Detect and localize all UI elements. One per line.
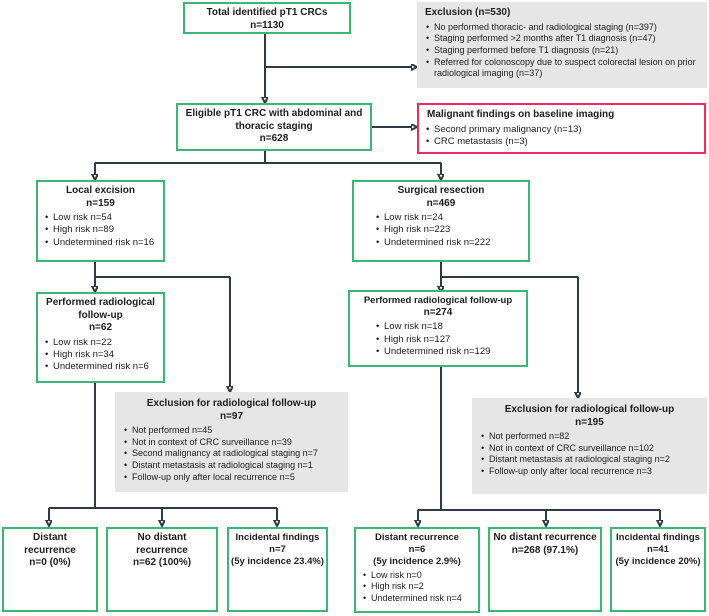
bullet-item: Low risk n=24 xyxy=(376,212,524,225)
node-subtext: (5y incidence 23.4%) xyxy=(231,555,324,567)
bullet-item: High risk n=89 xyxy=(45,224,159,237)
node-subtext: (5y incidence 2.9%) xyxy=(373,555,461,567)
node-count: n=195 xyxy=(575,416,604,428)
node-title: No distant recurrence xyxy=(136,532,188,556)
bullet-item: Low risk n=22 xyxy=(45,337,159,350)
bullet-item: Undetermined risk n=129 xyxy=(376,346,522,359)
node-count: n=97 xyxy=(219,410,244,422)
bullet-item: Low risk n=0 xyxy=(363,570,474,582)
node-title: Performed radiological follow-up xyxy=(363,295,513,306)
node-distant-recurrence-right: Distant recurrence n=6 (5y incidence 2.9… xyxy=(354,527,480,613)
bullet-item: High risk n=223 xyxy=(376,224,524,237)
bullet-item: Undetermined risk n=4 xyxy=(363,593,474,605)
bullet-item: Referred for colonoscopy due to suspect … xyxy=(426,57,703,80)
bullet-item: Undetermined risk n=16 xyxy=(45,237,159,250)
node-title: Surgical resection xyxy=(397,185,485,196)
node-eligible: Eligible pT1 CRC with abdominal and thor… xyxy=(176,103,372,151)
node-no-distant-recurrence-right: No distant recurrence n=268 (97.1%) xyxy=(488,527,602,612)
bullet-item: Not performed n=45 xyxy=(124,425,344,437)
node-title: Exclusion for radiological follow-up xyxy=(504,404,675,415)
node-title: Distant recurrence xyxy=(24,532,76,556)
node-exclusion-followup-right: Exclusion for radiological follow-up n=1… xyxy=(472,398,707,494)
node-title: Exclusion (n=530) xyxy=(425,7,511,18)
node-title: Exclusion for radiological follow-up xyxy=(146,398,317,409)
node-count: n=159 xyxy=(86,197,115,209)
node-subtext: (5y incidence 20%) xyxy=(615,555,701,567)
node-count: n=268 (97.1%) xyxy=(511,544,579,556)
bullet-item: High risk n=34 xyxy=(45,349,159,362)
bullet-item: Distant metastasis at radiological stagi… xyxy=(481,454,703,466)
bullet-item: Low risk n=18 xyxy=(376,321,522,334)
bullet-item: No performed thoracic- and radiological … xyxy=(426,22,703,34)
node-malignant-findings: Malignant findings on baseline imaging S… xyxy=(417,103,706,155)
node-local-excision: Local excision n=159 Low risk n=54 High … xyxy=(36,180,165,262)
bullet-item: Undetermined risk n=222 xyxy=(376,237,524,250)
bullet-item: High risk n=127 xyxy=(376,334,522,347)
node-count: n=7 xyxy=(269,543,286,555)
node-title: Total identified pT1 CRCs xyxy=(206,7,328,18)
node-no-distant-recurrence-left: No distant recurrence n=62 (100%) xyxy=(106,527,218,612)
bullet-item: CRC metastasis (n=3) xyxy=(426,136,700,149)
node-title: No distant recurrence xyxy=(493,532,597,543)
bullet-item: Not performed n=82 xyxy=(481,431,703,443)
bullet-item: Staging performed >2 months after T1 dia… xyxy=(426,33,703,45)
node-distant-recurrence-left: Distant recurrence n=0 (0%) xyxy=(2,527,98,612)
node-count: n=1130 xyxy=(250,19,284,31)
node-title: Eligible pT1 CRC with abdominal and thor… xyxy=(185,108,363,132)
node-title: Performed radiological follow-up xyxy=(46,297,155,321)
bullet-item: Low risk n=54 xyxy=(45,212,159,225)
node-count: n=469 xyxy=(426,197,456,209)
node-count: n=628 xyxy=(259,133,289,144)
bullet-item: High risk n=2 xyxy=(363,581,474,593)
node-title: Incidental findings xyxy=(235,532,320,543)
bullet-item: Follow-up only after local recurrence n=… xyxy=(124,472,344,484)
node-count: n=6 xyxy=(408,543,426,555)
bullet-item: Second malignancy at radiological stagin… xyxy=(124,448,344,460)
bullet-item: Staging performed before T1 diagnosis (n… xyxy=(426,45,703,57)
bullet-item: Not in context of CRC surveillance n=39 xyxy=(124,437,344,449)
node-exclusion-baseline: Exclusion (n=530) No performed thoracic-… xyxy=(417,2,707,88)
bullet-item: Second primary malignancy (n=13) xyxy=(426,124,700,137)
node-count: n=41 xyxy=(647,543,669,555)
node-incidental-findings-left: Incidental findings n=7 (5y incidence 23… xyxy=(227,527,328,612)
bullet-item: Follow-up only after local recurrence n=… xyxy=(481,466,703,478)
node-surgical-resection: Surgical resection n=469 Low risk n=24 H… xyxy=(352,180,530,262)
node-count: n=0 (0%) xyxy=(29,557,71,568)
bullet-item: Undetermined risk n=6 xyxy=(45,361,159,374)
node-title: Incidental findings xyxy=(616,532,700,543)
bullet-item: Not in context of CRC surveillance n=102 xyxy=(481,443,703,455)
node-count: n=274 xyxy=(423,306,453,318)
node-count: n=62 (100%) xyxy=(132,557,192,568)
node-title: Distant recurrence xyxy=(375,532,459,543)
node-title: Local excision xyxy=(66,185,135,196)
node-total-identified: Total identified pT1 CRCs n=1130 xyxy=(183,2,351,34)
node-followup-right: Performed radiological follow-up n=274 L… xyxy=(348,290,528,367)
node-title: Malignant findings on baseline imaging xyxy=(427,109,615,120)
node-count: n=62 xyxy=(88,322,113,333)
node-exclusion-followup-left: Exclusion for radiological follow-up n=9… xyxy=(115,392,348,492)
node-incidental-findings-right: Incidental findings n=41 (5y incidence 2… xyxy=(610,527,706,612)
bullet-item: Distant metastasis at radiological stagi… xyxy=(124,460,344,472)
node-followup-left: Performed radiological follow-up n=62 Lo… xyxy=(36,292,165,383)
